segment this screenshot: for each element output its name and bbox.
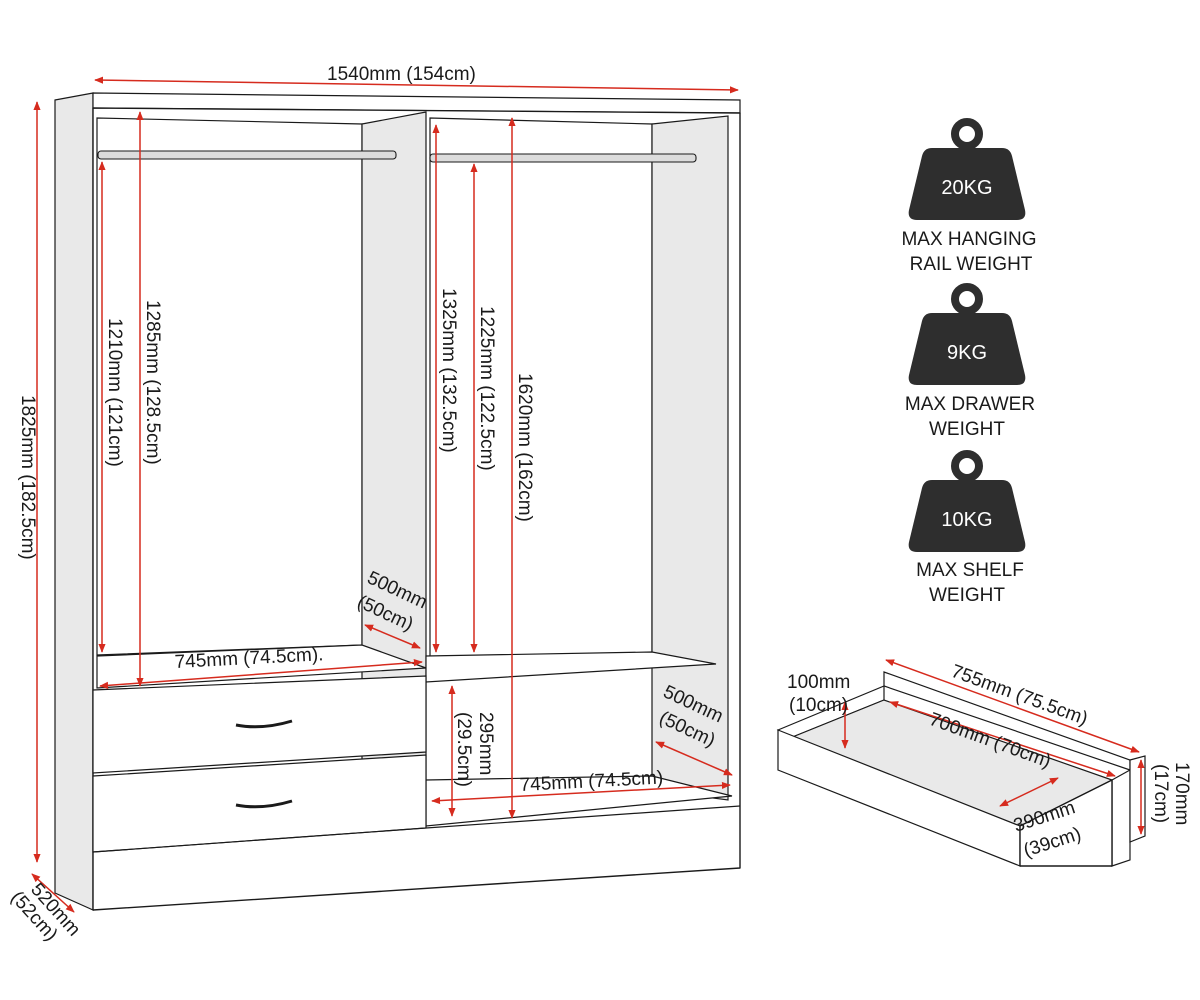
weight-label-drawer-line1: MAX DRAWER: [905, 394, 1035, 415]
dim-right-depth-line: [655, 741, 733, 776]
weight-hanging-rail: 20KG MAX HANGING RAIL WEIGHT: [901, 118, 1037, 275]
dim-right-width-line: [431, 781, 731, 805]
right-hanging-rail: [429, 153, 697, 163]
weight-label-hanging-line1: MAX HANGING: [901, 229, 1036, 250]
weight-label-hanging-line2: RAIL WEIGHT: [910, 254, 1033, 275]
weight-shelf: 10KG MAX SHELF WEIGHT: [908, 450, 1026, 606]
drawer-face: [1129, 755, 1146, 843]
weight-label-drawer-line2: WEIGHT: [929, 419, 1005, 440]
dim-right-1620-label: 1620mm (162cm): [514, 373, 535, 522]
dim-drawer-depth-line: [999, 777, 1059, 807]
dim-drawer-outer-label: 755mm (75.5cm): [948, 661, 1090, 730]
dim-right-1225-label: 1225mm (122.5cm): [476, 306, 497, 471]
drawer-right-side: [1111, 768, 1131, 867]
dim-lower-295-cm-label: (29.5cm): [453, 712, 474, 787]
right-compartment-back: [429, 117, 653, 661]
dim-overall-height-label: 1825mm (182.5cm): [17, 395, 38, 560]
weight-drawer: 9KG MAX DRAWER WEIGHT: [905, 283, 1035, 440]
weight-label-shelf-line2: WEIGHT: [929, 585, 1005, 606]
left-compartment-back: [96, 117, 363, 656]
drawer-detail: 100mm (10cm) 755mm (75.5cm) 700mm (70cm)…: [776, 659, 1192, 867]
weight-icon: [908, 283, 1026, 385]
dim-right-1325-label: 1325mm (132.5cm): [438, 288, 459, 453]
wardrobe: [54, 92, 741, 911]
dim-overall-width-line: [94, 76, 739, 94]
dim-drawer-height-mm-label: 100mm: [787, 672, 850, 693]
dim-drawer-front-cm-label: (17cm): [1150, 764, 1171, 823]
dim-drawer-inner-line: [889, 701, 1116, 777]
weight-label-shelf-line1: MAX SHELF: [916, 560, 1024, 581]
dim-drawer-height-cm-label: (10cm): [789, 695, 848, 716]
dim-left-depth-line: [364, 624, 421, 649]
dim-depth-line: [31, 873, 75, 913]
drawer-front-box: [1019, 779, 1113, 867]
weight-value-hanging: 20KG: [941, 177, 992, 199]
weight-icon: [908, 118, 1026, 220]
weight-indicators: 20KG MAX HANGING RAIL WEIGHT 9KG MAX DRA…: [901, 118, 1037, 606]
drawer-handle-top: [235, 719, 293, 729]
dim-overall-width-label: 1540mm (154cm): [327, 64, 476, 85]
dim-drawer-front-mm-label: 170mm: [1171, 762, 1192, 825]
drawer-handle-bottom: [235, 799, 293, 809]
weight-icon: [908, 450, 1026, 552]
dim-left-1285-label: 1285mm (128.5cm): [142, 300, 163, 465]
dim-left-1210-label: 1210mm (121cm): [104, 318, 125, 467]
wardrobe-side-panel: [54, 92, 94, 911]
weight-value-shelf: 10KG: [941, 509, 992, 531]
right-shelf: [425, 651, 717, 683]
left-hanging-rail: [97, 150, 397, 160]
dim-lower-295-mm-label: 295mm: [475, 712, 496, 775]
dim-left-width-line: [99, 659, 423, 689]
weight-value-drawer: 9KG: [947, 342, 987, 364]
